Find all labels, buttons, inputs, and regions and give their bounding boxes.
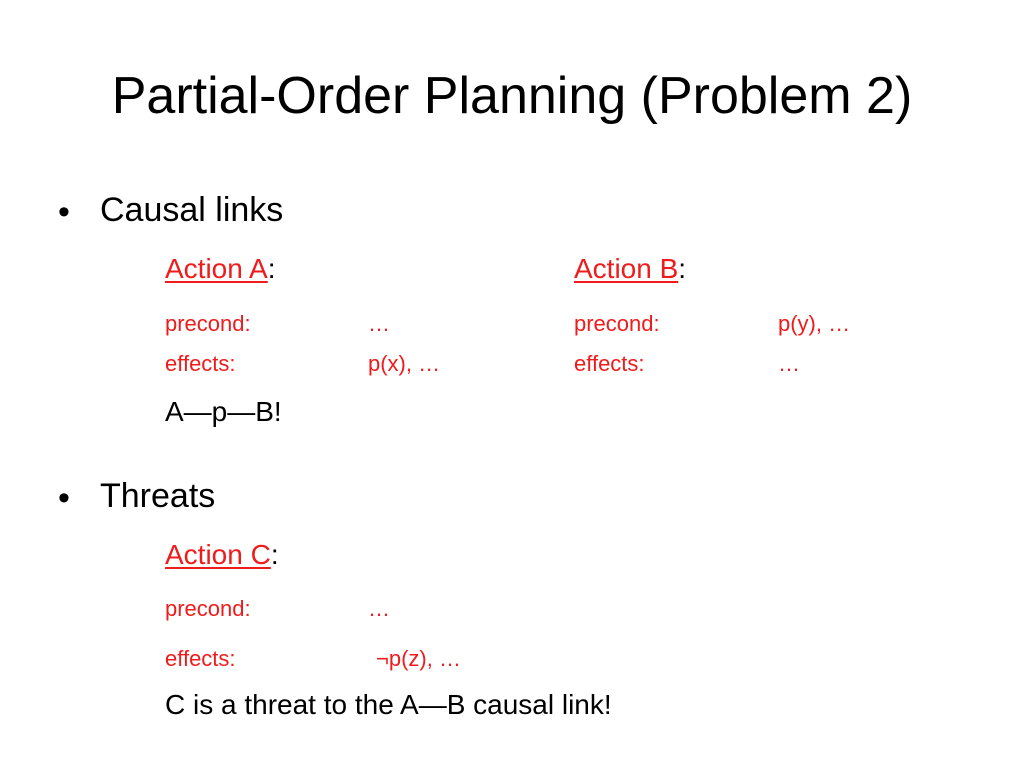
action-c-heading: Action C: [165, 538, 279, 572]
action-c-name: Action C [165, 539, 271, 570]
action-c-precond-label: precond: [165, 596, 251, 621]
slide-title: Partial-Order Planning (Problem 2) [111, 67, 913, 125]
action-b-name: Action B [574, 253, 679, 284]
action-b-effects-label: effects: [574, 351, 645, 376]
bullet-causal-links: • [58, 193, 70, 231]
action-a-heading: Action A: [165, 252, 276, 286]
action-a-precond-label: precond: [165, 311, 251, 336]
bullet-threats: • [58, 479, 70, 517]
action-c-effects-value: ¬p(z), … [376, 646, 461, 671]
action-b-heading: Action B: [574, 252, 686, 286]
action-a-effects-label: effects: [165, 351, 236, 376]
threat-conclusion: C is a threat to the A—B causal link! [165, 689, 612, 720]
action-c-precond-value: … [368, 596, 390, 621]
causal-link-text: A—p—B! [165, 396, 282, 427]
action-b-precond-label: precond: [574, 311, 660, 336]
action-a-precond-value: … [368, 311, 390, 336]
heading-threats: Threats [100, 477, 216, 515]
action-a-effects-value: p(x), … [368, 351, 441, 376]
action-b-precond-value: p(y), … [778, 311, 851, 336]
action-c-colon: : [270, 539, 279, 570]
action-a-colon: : [267, 253, 276, 284]
action-b-colon: : [678, 253, 687, 284]
action-b-effects-value: … [778, 351, 800, 376]
action-c-effects-label: effects: [165, 646, 236, 671]
action-a-name: Action A [165, 253, 268, 284]
heading-causal-links: Causal links [100, 191, 284, 229]
